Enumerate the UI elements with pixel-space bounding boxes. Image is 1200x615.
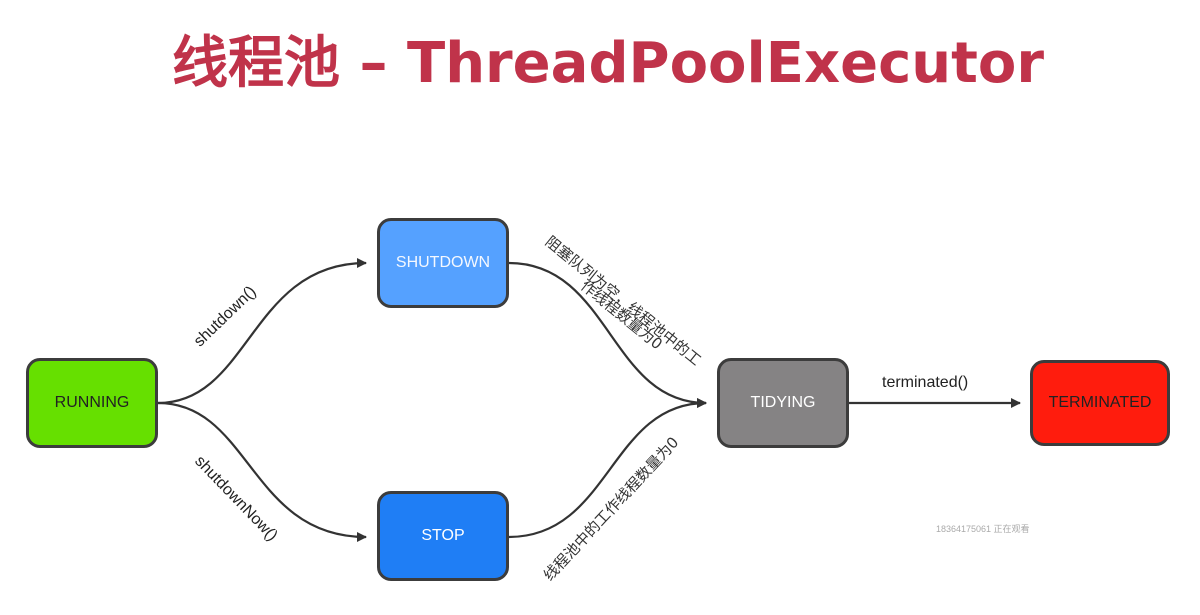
state-running: RUNNING	[26, 358, 158, 448]
page-title: 线程池 – ThreadPoolExecutor	[172, 31, 1044, 96]
arrow-running-to-stop	[157, 401, 367, 542]
arrow-stop-to-tidying	[508, 398, 707, 539]
state-tidying: TIDYING	[717, 358, 849, 448]
state-running-label: RUNNING	[54, 394, 130, 411]
state-shutdown-label: SHUTDOWN	[395, 254, 491, 271]
state-stop: STOP	[377, 491, 509, 581]
label-terminated-call: terminated()	[882, 374, 969, 391]
state-shutdown: SHUTDOWN	[377, 218, 509, 308]
state-terminated-label: TERMINATED	[1048, 394, 1152, 411]
state-terminated: TERMINATED	[1030, 360, 1170, 446]
arrow-running-to-shutdown	[157, 258, 367, 405]
watermark: 18364175061 正在观看	[936, 524, 1030, 534]
arrow-shutdown-to-tidying	[508, 261, 707, 408]
state-tidying-label: TIDYING	[750, 394, 816, 411]
state-stop-label: STOP	[421, 527, 465, 544]
